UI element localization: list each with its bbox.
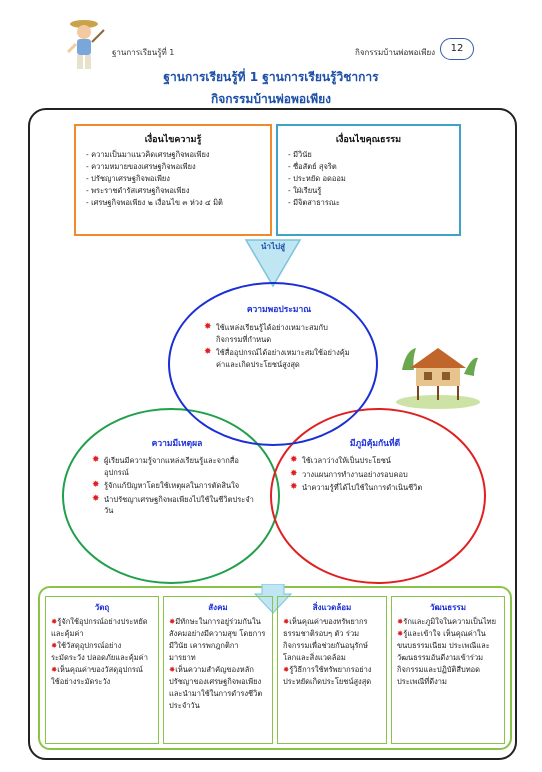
list-item: ✸นำความรู้ที่ได้ไปใช้ในการดำเนินชีวิต bbox=[290, 482, 423, 492]
star-bullet-icon: ✸ bbox=[169, 617, 176, 626]
star-bullet-icon: ✸ bbox=[169, 665, 176, 674]
list-item: - ซื่อสัตย์ สุจริต bbox=[288, 162, 337, 171]
list-item: - ใฝ่เรียนรู้ bbox=[288, 186, 322, 195]
moderation-title: ความพอประมาณ bbox=[246, 305, 312, 315]
arrow-down-icon bbox=[244, 239, 302, 288]
moderation-list: ✸ใช้แหล่งเรียนรู้ได้อย่างเหมาะสมกับกิจกร… bbox=[204, 322, 354, 370]
dimension-society: สังคม ✸มีทักษะในการอยู่ร่วมกันในสังคมอย่… bbox=[163, 596, 273, 744]
list-item: - ความเป็นมาแนวคิดเศรษฐกิจพอเพียง bbox=[86, 150, 210, 159]
star-bullet-icon: ✸ bbox=[92, 455, 100, 465]
list-item: - พระราชดำรัสเศรษฐกิจพอเพียง bbox=[86, 186, 190, 195]
arrow-down-icon bbox=[254, 584, 292, 614]
star-bullet-icon: ✸ bbox=[92, 480, 100, 490]
list-item: ✸รู้จักแก้ปัญหาโดยใช้เหตุผลในการตัดสินใจ bbox=[92, 480, 240, 490]
page-number-badge: 12 bbox=[440, 38, 474, 60]
star-bullet-icon: ✸ bbox=[51, 665, 58, 674]
star-bullet-icon: ✸ bbox=[204, 322, 212, 332]
dimension-text: ✸มีทักษะในการอยู่ร่วมกันในสังคมอย่างมีคว… bbox=[169, 617, 266, 710]
dimension-text: ✸รักและภูมิใจในความเป็นไทย ✸รู้และเข้าใจ… bbox=[397, 617, 497, 686]
star-bullet-icon: ✸ bbox=[397, 629, 404, 638]
star-bullet-icon: ✸ bbox=[283, 665, 290, 674]
dimension-material: วัตถุ ✸รู้จักใช้อุปกรณ์อย่างประหยัดและคุ… bbox=[45, 596, 159, 744]
dimension-title: สิ่งแวดล้อม bbox=[312, 603, 352, 612]
dimension-environment: สิ่งแวดล้อม ✸เห็นคุณค่าของทรัพยากรธรรมชา… bbox=[277, 596, 387, 744]
list-item: ✸ใช้แหล่งเรียนรู้ได้อย่างเหมาะสมกับกิจกร… bbox=[204, 322, 328, 344]
dimension-text: ✸รู้จักใช้อุปกรณ์อย่างประหยัดและคุ้มค่า … bbox=[51, 617, 148, 686]
knowledge-list: - ความเป็นมาแนวคิดเศรษฐกิจพอเพียง - ความ… bbox=[84, 149, 262, 209]
star-bullet-icon: ✸ bbox=[290, 482, 298, 492]
immunity-list: ✸ใช้เวลาว่างให้เป็นประโยชน์ ✸วางแผนการทำ… bbox=[290, 455, 460, 494]
list-item: - ประหยัด อดออม bbox=[288, 174, 346, 183]
star-bullet-icon: ✸ bbox=[51, 617, 58, 626]
list-item: ✸ผู้เรียนมีความรู้จากแหล่งเรียนรู้และจาก… bbox=[92, 455, 239, 477]
page-subtitle: กิจกรรมบ้านพ่อพอเพียง bbox=[210, 92, 332, 106]
dimension-title: วัตถุ bbox=[94, 603, 110, 612]
list-item: - ปรัชญาเศรษฐกิจพอเพียง bbox=[86, 174, 170, 183]
list-item: - เศรษฐกิจพอเพียง ๒ เงื่อนไข ๓ ห่วง ๔ มิ… bbox=[86, 198, 223, 207]
list-item: - มีจิตสาธารณะ bbox=[288, 198, 340, 207]
star-bullet-icon: ✸ bbox=[51, 641, 58, 650]
morality-list: - มีวินัย - ซื่อสัตย์ สุจริต - ประหยัด อ… bbox=[286, 149, 451, 209]
reasonableness-content: ความมีเหตุผล ✸ผู้เรียนมีความรู้จากแหล่งเ… bbox=[92, 436, 262, 519]
list-item: ✸ใช้สื่ออุปกรณ์ได้อย่างเหมาะสมใช้อย่างคุ… bbox=[204, 347, 350, 369]
farmer-mascot-icon bbox=[66, 20, 105, 69]
immunity-title: มีภูมิคุ้มกันที่ดี bbox=[349, 439, 401, 449]
morality-condition-box: เงื่อนไขคุณธรรม - มีวินัย - ซื่อสัตย์ สุ… bbox=[276, 124, 461, 236]
dimension-title: วัฒนธรรม bbox=[430, 603, 466, 612]
header-activity-label: กิจกรรมบ้านพ่อพอเพียง bbox=[355, 48, 436, 57]
thai-house-illustration bbox=[396, 348, 480, 409]
arrow-label: นำไปสู่ bbox=[261, 242, 285, 251]
list-item: - มีวินัย bbox=[288, 150, 312, 159]
list-item: ✸ใช้เวลาว่างให้เป็นประโยชน์ bbox=[290, 455, 391, 465]
list-item: ✸นำปรัชญาเศรษฐกิจพอเพียงไปใช้ในชีวิตประจ… bbox=[92, 493, 254, 516]
moderation-circle bbox=[168, 282, 378, 446]
content-frame bbox=[28, 108, 517, 760]
star-bullet-icon: ✸ bbox=[283, 617, 290, 626]
moderation-content: ความพอประมาณ ✸ใช้แหล่งเรียนรู้ได้อย่างเห… bbox=[204, 302, 354, 372]
immunity-circle bbox=[270, 408, 486, 584]
reasonableness-title: ความมีเหตุผล bbox=[151, 439, 203, 449]
dimension-title: สังคม bbox=[208, 603, 228, 612]
star-bullet-icon: ✸ bbox=[290, 455, 298, 465]
header-unit-label: ฐานการเรียนรู้ที่ 1 bbox=[112, 48, 175, 57]
dimension-culture: วัฒนธรรม ✸รักและภูมิใจในความเป็นไทย ✸รู้… bbox=[391, 596, 505, 744]
morality-title: เงื่อนไขคุณธรรม bbox=[335, 135, 402, 145]
knowledge-condition-box: เงื่อนไขความรู้ - ความเป็นมาแนวคิดเศรษฐก… bbox=[74, 124, 272, 236]
immunity-content: มีภูมิคุ้มกันที่ดี ✸ใช้เวลาว่างให้เป็นปร… bbox=[290, 436, 460, 496]
dimension-text: ✸เห็นคุณค่าของทรัพยากรธรรมชาติรอบๆ ตัว ร… bbox=[283, 617, 372, 686]
list-item: - ความหมายของเศรษฐกิจพอเพียง bbox=[86, 162, 196, 171]
star-bullet-icon: ✸ bbox=[290, 468, 298, 479]
star-bullet-icon: ✸ bbox=[204, 347, 212, 357]
list-item: ✸วางแผนการทำงานอย่างรอบคอบ bbox=[290, 468, 408, 479]
page-title: ฐานการเรียนรู้ที่ 1 ฐานการเรียนรู้วิชากา… bbox=[163, 70, 379, 84]
star-bullet-icon: ✸ bbox=[397, 617, 404, 626]
star-bullet-icon: ✸ bbox=[92, 493, 100, 504]
reasonableness-list: ✸ผู้เรียนมีความรู้จากแหล่งเรียนรู้และจาก… bbox=[92, 455, 262, 517]
knowledge-title: เงื่อนไขความรู้ bbox=[144, 135, 202, 145]
